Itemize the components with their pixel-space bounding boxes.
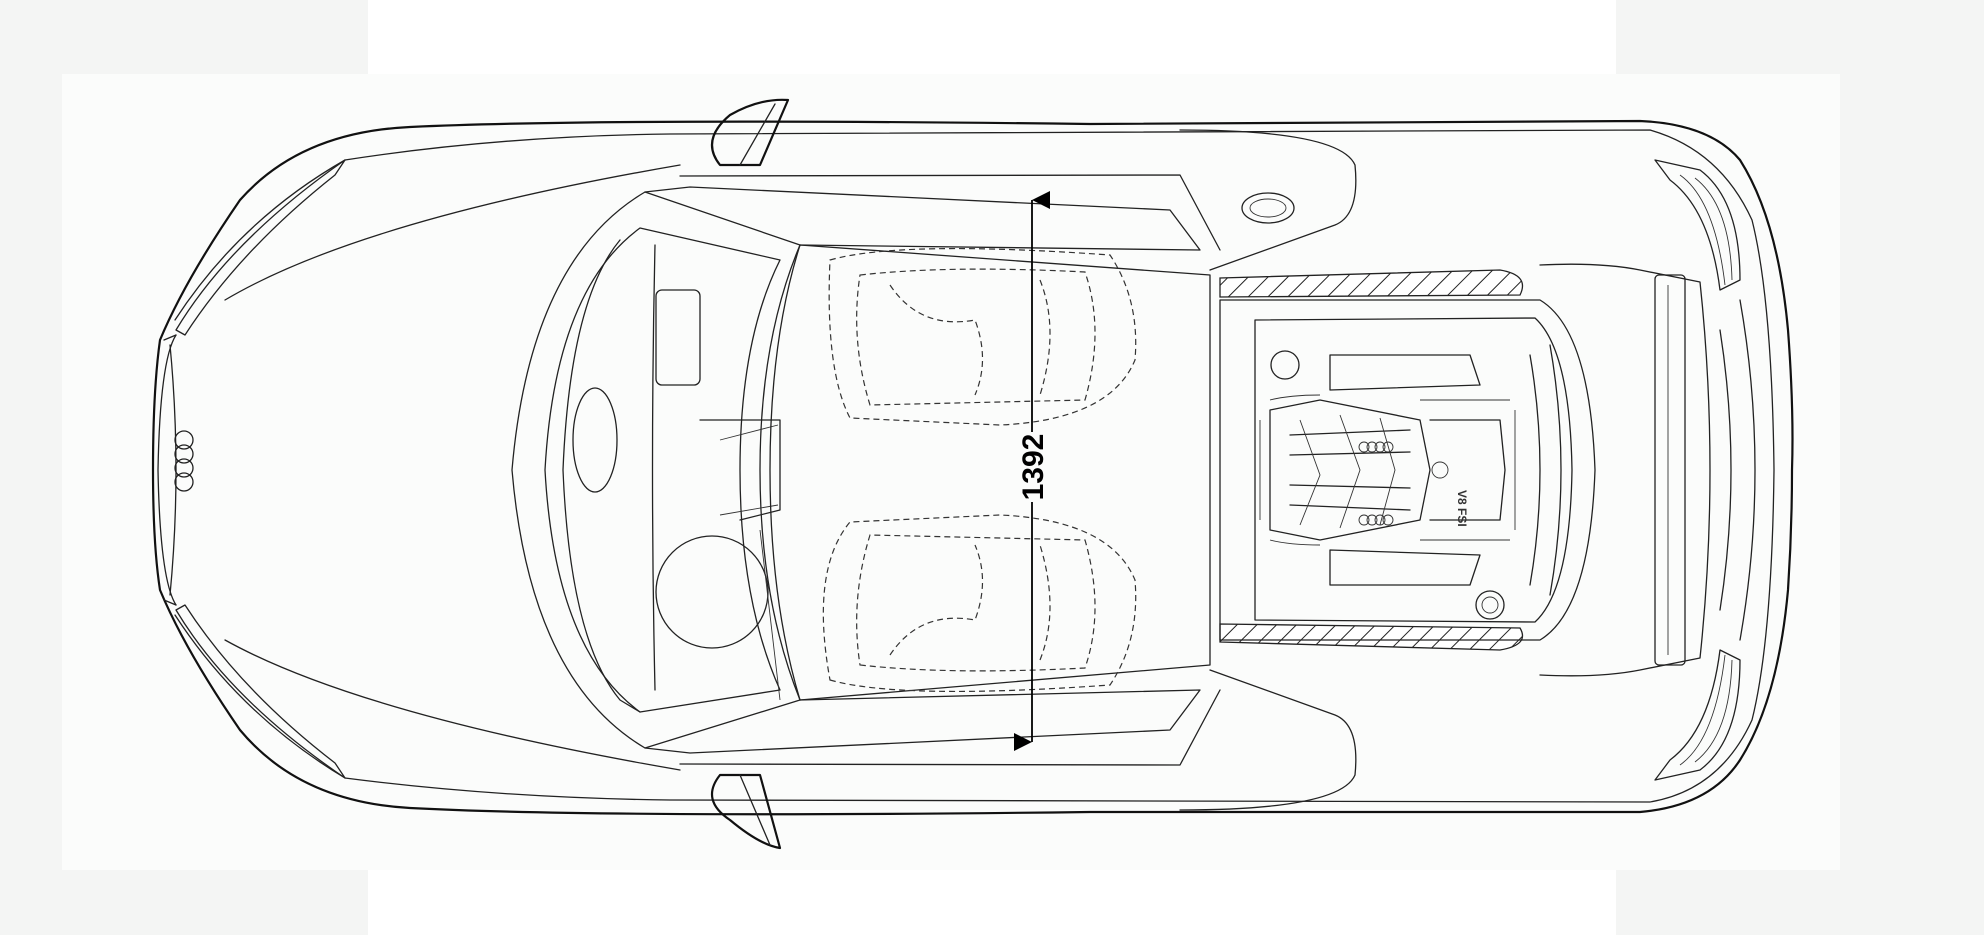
door-window-right <box>644 689 1201 754</box>
steering-column <box>699 419 781 521</box>
front-bumper <box>157 334 177 606</box>
taillight-upper <box>1654 159 1741 291</box>
door-line-left <box>679 174 1221 251</box>
taillight-upper-detail <box>1679 174 1733 286</box>
body-inner-contour <box>344 129 1775 803</box>
hood-crease-left <box>224 164 681 301</box>
engine-vent-upper <box>1219 269 1524 298</box>
side-mirror-left-detail <box>739 103 776 166</box>
instrument-cluster <box>655 289 701 386</box>
roof-panel <box>769 244 1211 701</box>
engine-bay-outer <box>1219 299 1596 641</box>
windshield-frame <box>562 239 641 713</box>
taillight-lower-detail <box>1679 654 1733 766</box>
engine-cover-rings-icon <box>1358 441 1394 526</box>
seat-lower <box>822 514 1137 693</box>
four-rings-logo-icon <box>174 430 194 492</box>
width-dimension: 1392 <box>1014 191 1050 751</box>
hood-edge-left <box>174 159 346 321</box>
headlight-right <box>175 604 346 779</box>
dashboard-vent <box>572 387 618 493</box>
dimension-value: 1392 <box>1017 434 1050 501</box>
door-window-left <box>644 186 1201 251</box>
taillight-lower <box>1654 649 1741 781</box>
rear-deck <box>1539 263 1711 677</box>
engine-cover-label: V8 FSI <box>1455 490 1469 527</box>
hood-crease-right <box>224 639 681 771</box>
steering-wheel <box>655 535 769 649</box>
side-mirror-left <box>710 98 790 167</box>
drawing-background <box>62 74 1840 870</box>
fuel-cap-icon <box>1241 192 1295 224</box>
rear-body-contour <box>1719 299 1756 641</box>
dashboard <box>651 244 656 691</box>
rear-spoiler <box>1654 274 1686 666</box>
rear-fender-left <box>1179 129 1357 271</box>
side-mirror-right-detail <box>739 774 771 846</box>
door-panel-lines <box>719 424 781 701</box>
engine-bay-window-frame <box>1529 344 1562 596</box>
car-body-outline <box>151 119 1794 816</box>
hood-edge-right <box>174 614 346 779</box>
engine <box>1259 350 1516 620</box>
rear-fender-right <box>1179 669 1357 811</box>
door-line-right <box>679 689 1221 766</box>
engine-bay-inner <box>1254 317 1573 623</box>
headlight-left <box>175 159 346 336</box>
windshield-outer <box>511 191 801 749</box>
side-mirror-right <box>710 773 782 850</box>
seat-upper <box>828 247 1137 426</box>
front-grille <box>163 334 177 606</box>
